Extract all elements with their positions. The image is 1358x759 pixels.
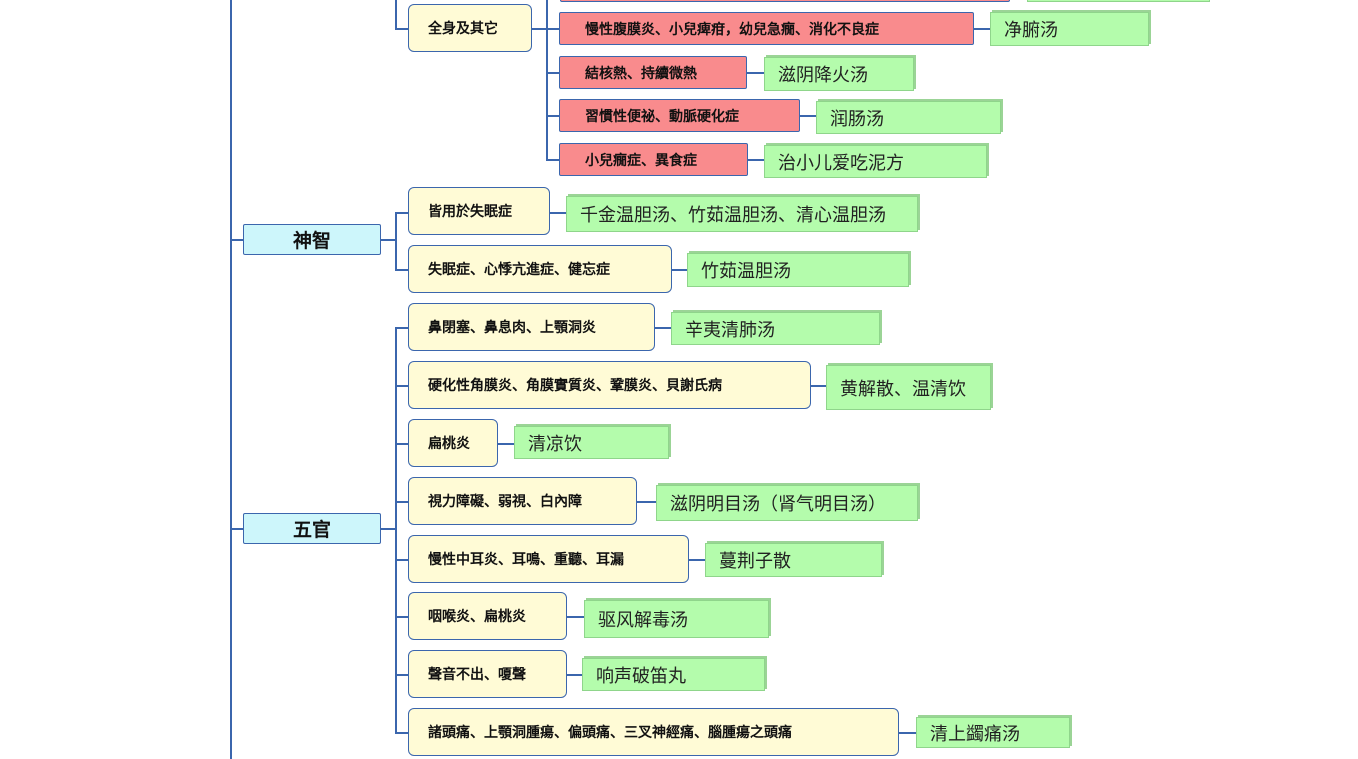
prescription-node[interactable]: 响声破笛丸 [582, 658, 765, 691]
condition-node[interactable]: 習慣性便祕、動脈硬化症 [559, 99, 800, 132]
connector [655, 327, 671, 329]
connector [395, 28, 408, 30]
connector [381, 528, 395, 530]
prescription-node[interactable]: 蔓荆子散 [705, 543, 882, 577]
connector [230, 528, 243, 530]
connector [395, 385, 408, 387]
connector [230, 0, 232, 759]
connector [546, 0, 548, 160]
prescription-node[interactable]: 竹茹温胆汤 [687, 253, 909, 287]
connector [395, 0, 397, 29]
symptom-node[interactable]: 硬化性角膜炎、角膜實質炎、鞏膜炎、貝謝氏病 [408, 361, 811, 409]
category-node-wuguan[interactable]: 五官 [243, 513, 381, 544]
prescription-node[interactable]: 润肠汤 [816, 101, 1001, 134]
connector [381, 239, 395, 241]
connector [230, 239, 243, 241]
connector [546, 72, 559, 74]
connector [567, 616, 584, 618]
symptom-node[interactable]: 諸頭痛、上顎洞腫瘍、偏頭痛、三叉神經痛、腦腫瘍之頭痛 [408, 708, 899, 756]
symptom-node[interactable]: 慢性中耳炎、耳鳴、重聽、耳漏 [408, 535, 689, 583]
connector [395, 327, 408, 329]
connector [395, 674, 408, 676]
connector [395, 269, 408, 271]
connector [748, 159, 764, 161]
symptom-node[interactable]: 全身及其它 [408, 4, 532, 52]
connector [546, 159, 559, 161]
symptom-node[interactable]: 鼻閉塞、鼻息肉、上顎洞炎 [408, 303, 655, 351]
connector [546, 115, 559, 117]
connector [395, 443, 408, 445]
prescription-node[interactable]: 千金温胆汤、竹茹温胆汤、清心温胆汤 [566, 196, 918, 232]
connector [395, 732, 408, 734]
prescription-node[interactable]: 驱风解毒汤 [584, 600, 769, 638]
connector [395, 212, 408, 214]
prescription-node[interactable]: 滋阴明目汤（肾气明目汤） [656, 485, 918, 521]
connector [974, 28, 990, 30]
connector [498, 443, 514, 445]
connector [395, 559, 408, 561]
connector [637, 501, 656, 503]
connector [567, 674, 582, 676]
prescription-node[interactable]: 净腑汤 [990, 12, 1149, 46]
condition-node[interactable]: 結核熱、持續微熱 [559, 56, 747, 89]
symptom-node[interactable]: 視力障礙、弱視、白內障 [408, 477, 637, 525]
condition-node[interactable]: 慢性腹膜炎、小兒痺疳，幼兒急癇、消化不良症 [559, 12, 974, 45]
category-node-shenzhi[interactable]: 神智 [243, 224, 381, 255]
connector [550, 212, 566, 214]
connector [532, 28, 546, 30]
prescription-node-cropped[interactable] [1027, 0, 1210, 2]
connector [672, 269, 687, 271]
prescription-node[interactable]: 治小儿爱吃泥方 [764, 145, 987, 178]
prescription-node[interactable]: 辛夷清肺汤 [671, 312, 880, 345]
connector [395, 501, 408, 503]
symptom-node[interactable]: 失眠症、心悸亢進症、健忘症 [408, 245, 672, 293]
prescription-node[interactable]: 黄解散、温清饮 [826, 365, 991, 410]
connector [899, 732, 916, 734]
connector [395, 212, 397, 270]
prescription-node[interactable]: 清上蠲痛汤 [916, 717, 1070, 748]
symptom-node[interactable]: 聲音不出、嗄聲 [408, 650, 567, 698]
connector [811, 385, 826, 387]
condition-node-cropped[interactable] [560, 0, 1010, 2]
condition-node[interactable]: 小兒癇症、異食症 [559, 143, 748, 176]
symptom-node[interactable]: 皆用於失眠症 [408, 187, 550, 235]
connector [395, 327, 397, 732]
prescription-node[interactable]: 清凉饮 [514, 426, 669, 459]
connector [689, 559, 705, 561]
connector [747, 72, 764, 74]
prescription-node[interactable]: 滋阴降火汤 [764, 57, 914, 91]
symptom-node[interactable]: 扁桃炎 [408, 419, 498, 467]
symptom-node[interactable]: 咽喉炎、扁桃炎 [408, 592, 567, 640]
connector [800, 115, 816, 117]
connector [395, 616, 408, 618]
connector [546, 28, 559, 30]
